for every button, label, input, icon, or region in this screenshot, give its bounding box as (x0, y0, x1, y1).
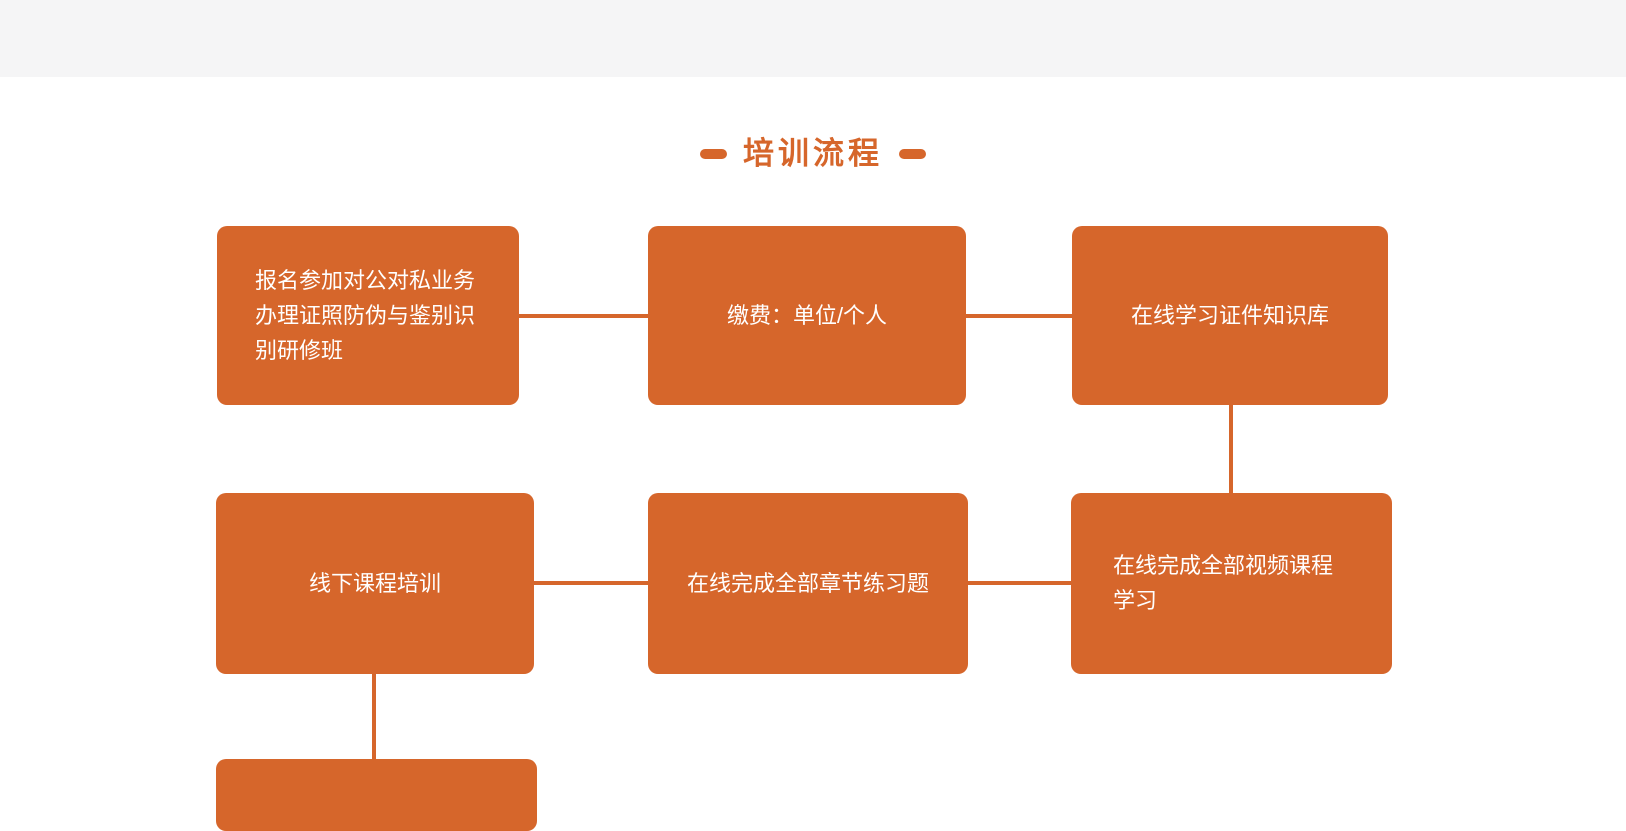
connector-step5-step6 (968, 581, 1071, 585)
connector-step2-step3 (966, 314, 1072, 318)
title-left-dash-icon (700, 149, 727, 159)
page-header-strip (0, 0, 1626, 77)
connector-step3-step6 (1229, 405, 1233, 493)
flow-step-label: 缴费：单位/个人 (726, 302, 888, 328)
connector-step1-step2 (519, 314, 648, 318)
flow-step-next-clipped (216, 759, 537, 831)
flow-step-label: 在线学习证件知识库 (1130, 302, 1329, 328)
flow-step-payment: 缴费：单位/个人 (648, 226, 966, 405)
connector-step4-step5 (534, 581, 648, 585)
flow-step-label: 在线完成全部章节练习题 (686, 570, 929, 596)
flow-step-label: 线下课程培训 (308, 570, 441, 596)
flow-step-label: 报名参加对公对私业务办理证照防伪与鉴别识别研修班 (255, 267, 476, 364)
training-flow-diagram: 报名参加对公对私业务办理证照防伪与鉴别识别研修班 缴费：单位/个人 在线学习证件… (216, 226, 1392, 831)
flow-step-chapter-exercises: 在线完成全部章节练习题 (648, 493, 968, 674)
section-title: 培训流程 (743, 136, 883, 171)
section-heading: 培训流程 (0, 131, 1626, 177)
flow-step-video-courses: 在线完成全部视频课程学习 (1071, 493, 1392, 674)
title-right-dash-icon (899, 149, 926, 159)
flow-step-label: 在线完成全部视频课程学习 (1113, 553, 1334, 613)
flow-step-online-knowledge-base: 在线学习证件知识库 (1072, 226, 1388, 405)
flow-step-signup: 报名参加对公对私业务办理证照防伪与鉴别识别研修班 (217, 226, 519, 405)
flow-step-offline-training: 线下课程培训 (216, 493, 534, 674)
connector-step4-step7 (372, 674, 376, 759)
